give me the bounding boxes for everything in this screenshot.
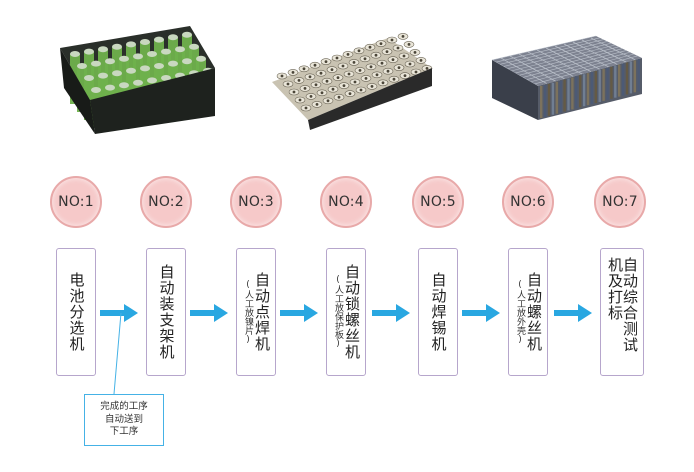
arrow-right-icon bbox=[190, 304, 228, 322]
step-box-1: 电池分选机 bbox=[56, 248, 96, 376]
step-label-4: 自动锁螺丝机 bbox=[343, 264, 361, 360]
arrow-right-icon bbox=[100, 304, 138, 322]
step-number-1: NO:1 bbox=[50, 176, 102, 228]
callout-note: 完成的工序 自动送到 下工序 bbox=[84, 394, 164, 446]
step-label-2: 自动装支架机 bbox=[157, 264, 176, 360]
step-box-4: 自动锁螺丝机 (人工放保护板) bbox=[326, 248, 366, 376]
arrow-right-icon bbox=[280, 304, 318, 322]
step-number-5: NO:5 bbox=[412, 176, 464, 228]
battery-pack-image-2 bbox=[268, 30, 436, 130]
step-box-5: 自动焊锡机 bbox=[418, 248, 458, 376]
step-number-2: NO:2 bbox=[140, 176, 192, 228]
step-box-2: 自动装支架机 bbox=[146, 248, 186, 376]
step-label-3: 自动点焊机 bbox=[253, 272, 271, 352]
step-box-7: 自动综合测试机及打标 bbox=[600, 248, 644, 376]
step-label-7: 自动综合测试机及打标 bbox=[606, 257, 639, 353]
note-line-1: 完成的工序 bbox=[100, 400, 148, 412]
step-number-7: NO:7 bbox=[594, 176, 646, 228]
step-box-3: 自动点焊机 (人工放镍片) bbox=[236, 248, 276, 376]
step-number-4: NO:4 bbox=[320, 176, 372, 228]
step-sub-3: (人工放镍片) bbox=[243, 279, 253, 345]
arrow-right-icon bbox=[462, 304, 500, 322]
step-label-6: 自动螺丝机 bbox=[525, 272, 543, 352]
step-label-1: 电池分选机 bbox=[67, 272, 86, 352]
step-sub-4: (人工放保护板) bbox=[333, 275, 343, 349]
step-label-5: 自动焊锡机 bbox=[429, 272, 448, 352]
step-number-6: NO:6 bbox=[502, 176, 554, 228]
step-number-3: NO:3 bbox=[230, 176, 282, 228]
step-box-6: 自动螺丝机 (人工放外壳) bbox=[508, 248, 548, 376]
note-line-3: 下工序 bbox=[109, 426, 139, 438]
battery-pack-image-1 bbox=[50, 18, 220, 136]
battery-pack-image-3 bbox=[486, 22, 646, 122]
arrow-right-icon bbox=[554, 304, 592, 322]
note-line-2: 自动送到 bbox=[104, 413, 143, 425]
arrow-right-icon bbox=[372, 304, 410, 322]
step-sub-6: (人工放外壳) bbox=[515, 279, 525, 345]
